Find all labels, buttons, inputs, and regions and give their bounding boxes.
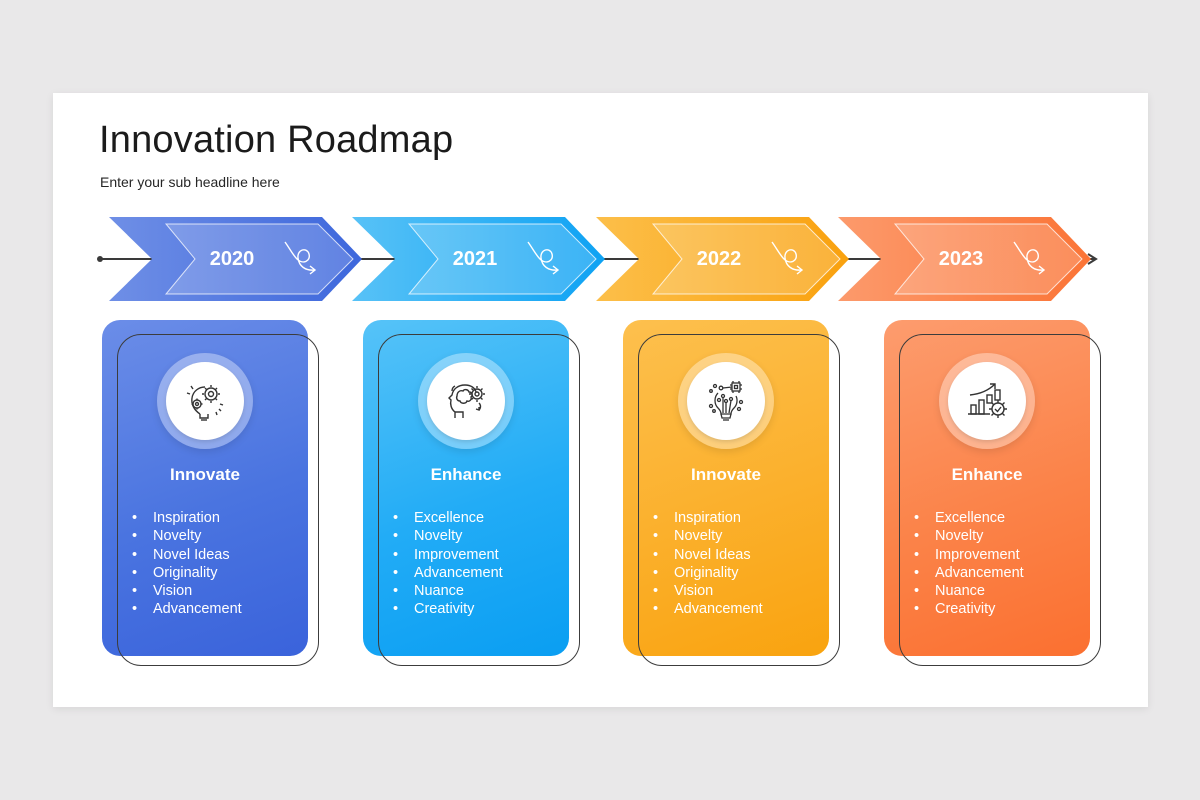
milestone-year: 2020 [209, 248, 255, 270]
milestone-year: 2023 [938, 248, 984, 270]
list-item: •Originality [653, 564, 739, 581]
milestone-list: •Excellence •Novelty •Improvement •Advan… [393, 509, 503, 619]
list-item: •Nuance [914, 583, 985, 600]
slide-title: Innovation Roadmap [99, 119, 454, 161]
list-item: •Novel Ideas [653, 546, 751, 563]
milestone-title: Enhance [430, 465, 502, 484]
milestone-title: Innovate [691, 465, 761, 484]
icon-badge [939, 353, 1035, 449]
list-item: •Vision [132, 583, 193, 600]
list-item: •Nuance [393, 583, 464, 600]
list-item: •Advancement [914, 564, 1024, 581]
milestone-chevron-2020: 2020 [109, 217, 363, 301]
list-item: •Vision [653, 583, 714, 600]
lightbulb-gears-icon [186, 385, 224, 421]
list-item: •Novel Ideas [132, 546, 230, 563]
head-brain-gear-icon [448, 384, 485, 418]
milestone-card-2021: Enhance •Excellence •Novelty •Improvemen… [363, 320, 569, 656]
list-item: •Inspiration [132, 510, 220, 526]
list-item: •Creativity [393, 601, 475, 618]
loop-arrow-icon [527, 241, 560, 275]
milestone-list: •Excellence •Novelty •Improvement •Advan… [914, 509, 1024, 619]
list-item: •Novelty [393, 528, 463, 545]
milestone-title: Innovate [170, 465, 240, 484]
list-item: •Creativity [914, 601, 996, 618]
list-item: •Advancement [653, 601, 763, 618]
milestone-year: 2021 [452, 248, 498, 270]
milestone-title: Enhance [951, 465, 1023, 484]
icon-badge [157, 353, 253, 449]
list-item: •Improvement [393, 546, 499, 563]
list-item: •Inspiration [653, 510, 741, 526]
list-item: •Improvement [914, 546, 1020, 563]
list-item: •Advancement [393, 564, 503, 581]
milestone-year: 2022 [696, 248, 742, 270]
milestone-chevron-2021: 2021 [352, 217, 606, 301]
circuit-lightbulb-icon [708, 381, 744, 421]
list-item: •Novelty [132, 528, 202, 545]
icon-badge [418, 353, 514, 449]
loop-arrow-icon [284, 241, 317, 275]
milestone-card-2023: Enhance •Excellence •Novelty •Improvemen… [884, 320, 1090, 656]
list-item: •Originality [132, 564, 218, 581]
list-item: •Novelty [653, 528, 723, 545]
list-item: •Novelty [914, 528, 984, 545]
loop-arrow-icon [771, 241, 804, 275]
milestone-list: •Inspiration •Novelty •Novel Ideas •Orig… [132, 509, 242, 619]
milestone-chevron-2022: 2022 [596, 217, 850, 301]
growth-chart-gear-icon [968, 383, 1007, 418]
list-item: •Advancement [132, 601, 242, 618]
milestone-card-2020: Innovate •Inspiration •Novelty •Novel Id… [102, 320, 308, 656]
milestone-list: •Inspiration •Novelty •Novel Ideas •Orig… [653, 509, 763, 619]
list-item: •Excellence [914, 510, 1006, 526]
icon-badge [678, 353, 774, 449]
milestone-card-2022: Innovate •Inspiration •Novelty •Novel Id… [623, 320, 829, 656]
slide: Innovation Roadmap Enter your sub headli… [53, 93, 1148, 707]
list-item: •Excellence [393, 510, 485, 526]
slide-subtitle: Enter your sub headline here [100, 174, 280, 190]
loop-arrow-icon [1013, 241, 1046, 275]
milestone-chevron-2023: 2023 [838, 217, 1092, 301]
